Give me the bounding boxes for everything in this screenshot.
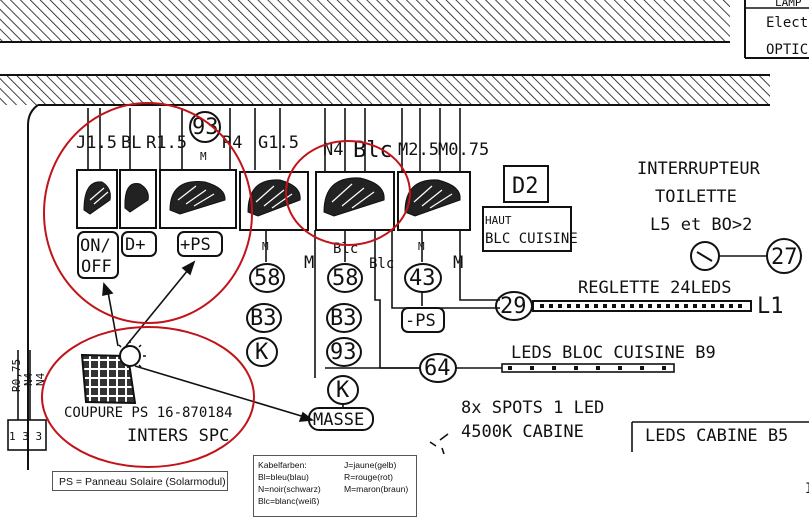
top-label-optic: OPTIC — [766, 42, 808, 58]
label-b3-b: B3 — [330, 306, 357, 331]
label-r4: R4 — [222, 133, 242, 153]
label-m-n4: M — [304, 253, 314, 273]
leds-bloc-dots — [508, 366, 666, 370]
label-n4: N4 — [323, 140, 343, 160]
label-g15: G1.5 — [258, 133, 299, 153]
label-blc-side: Blc — [369, 256, 394, 272]
label-m-g15: M — [262, 240, 269, 253]
label-leds-bloc: LEDS BLOC CUISINE B9 — [511, 343, 716, 363]
box-on-off — [77, 231, 119, 279]
red-annotations — [41, 102, 411, 468]
circle-58-b — [327, 263, 363, 293]
circle-93-b — [326, 337, 362, 367]
label-leds-cabine: LEDS CABINE B5 — [645, 426, 788, 446]
label-l5-et: L5 et BO>2 — [650, 215, 752, 235]
box-d2 — [503, 165, 549, 203]
label-blc-cuisine: BLC CUISINE — [485, 231, 578, 247]
label-b3-a: B3 — [250, 306, 277, 331]
box-blc-cuisine — [482, 206, 572, 252]
label-plus-ps: +PS — [180, 235, 211, 255]
legend-color-n: N=noir(schwarz) — [258, 484, 321, 494]
top-label-lamp: LAMP — [775, 0, 802, 9]
label-58-a: 58 — [254, 266, 281, 291]
circle-27 — [766, 238, 802, 274]
legend-ps: PS = Panneau Solaire (Solarmodul) — [52, 471, 228, 491]
circle-58-a — [249, 263, 285, 293]
label-reglette: REGLETTE 24LEDS — [578, 278, 732, 298]
label-m25: M2.5 — [398, 140, 439, 160]
solar-panel-icon — [80, 340, 146, 405]
leds-bloc-strip — [501, 363, 675, 373]
box-plus-ps — [177, 231, 223, 257]
legend-color-m: M=maron(braun) — [344, 484, 409, 494]
red-ellipse-solar — [41, 326, 255, 468]
label-on: ON/ — [80, 236, 111, 256]
circle-k-a — [246, 337, 278, 367]
label-m-m25: M — [418, 240, 425, 253]
label-bottom-nums: 1 3 3 — [9, 430, 42, 443]
circle-43 — [404, 263, 442, 293]
label-interrupteur: INTERRUPTEUR — [637, 159, 761, 179]
label-haut: HAUT — [485, 214, 512, 227]
label-minus-ps: -PS — [405, 311, 436, 331]
label-l1: L1 — [757, 294, 784, 319]
label-m-under-93: M — [200, 150, 207, 163]
label-spots: 8x SPOTS 1 LED — [461, 398, 604, 418]
label-side-n4-a: N4 — [22, 372, 35, 386]
label-29: 29 — [500, 294, 527, 319]
legend-color-bl: Bl=bleu(blau) — [258, 472, 309, 482]
circle-b3-a — [246, 303, 282, 333]
label-coupure: COUPURE PS 16-870184 — [64, 405, 233, 421]
label-k-a: K — [255, 340, 269, 365]
label-cabine: 4500K CABINE — [461, 422, 584, 442]
red-ellipse-terminals — [43, 102, 253, 324]
label-k-b: K — [336, 378, 350, 403]
top-label-electri: Electri — [766, 15, 809, 31]
label-m075: M0.75 — [438, 140, 489, 160]
terminal-screw-slots — [89, 183, 453, 209]
label-r15: R1.5 — [146, 133, 187, 153]
top-hatch-band — [0, 0, 809, 470]
label-j15: J1.5 — [76, 133, 117, 153]
label-inters: INTERS SPC — [127, 426, 229, 446]
box-d-plus — [121, 231, 157, 257]
label-d2: D2 — [512, 174, 539, 199]
legend-cable-colors: Kabelfarben: J=jaune(gelb) Bl=bleu(blau) R… — [253, 455, 417, 517]
label-58-b: 58 — [332, 266, 359, 291]
legend-color-r: R=rouge(rot) — [344, 472, 393, 482]
circle-b3-b — [326, 303, 362, 333]
label-bl: BL — [121, 133, 141, 153]
circle-93-top — [189, 111, 221, 143]
arrows — [102, 260, 315, 422]
red-ellipse-n4 — [285, 140, 411, 246]
label-side-r075: R0,75 — [10, 359, 23, 392]
label-64: 64 — [424, 356, 451, 381]
label-27: 27 — [771, 245, 798, 270]
spot-icon — [429, 433, 449, 455]
legend-color-j: J=jaune(gelb) — [344, 460, 397, 470]
label-43: 43 — [409, 266, 436, 291]
legend-colors-title: Kabelfarben: — [258, 460, 307, 470]
label-masse: MASSE — [313, 410, 364, 430]
reglette-leds — [540, 304, 742, 308]
label-d-plus: D+ — [125, 235, 145, 255]
label-m-m075: M — [453, 253, 463, 273]
label-off: OFF — [81, 257, 112, 277]
left-connector — [7, 350, 47, 451]
legend-color-blc: Blc=blanc(weiß) — [258, 496, 320, 506]
lead-lines — [87, 108, 461, 172]
label-93-b: 93 — [330, 340, 357, 365]
label-toilette: TOILETTE — [655, 187, 737, 207]
terminal-block-row — [76, 169, 471, 231]
edge-mark: I — [805, 481, 809, 497]
